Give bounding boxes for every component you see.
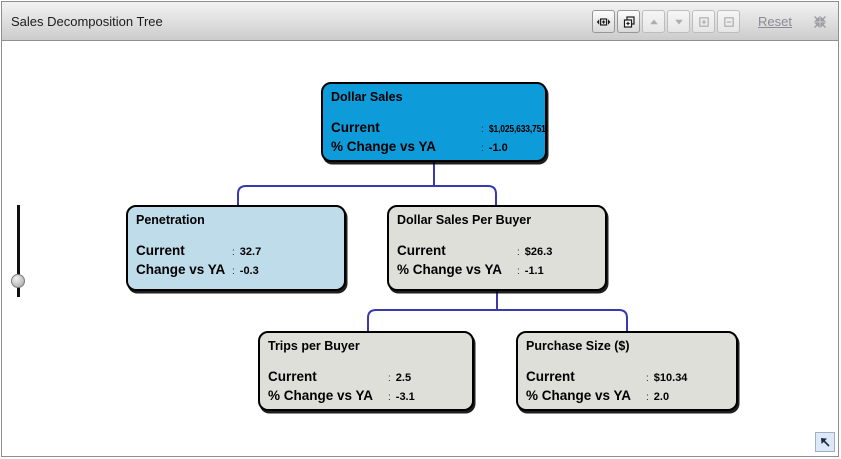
row-colon: : [232,247,235,258]
page-title: Sales Decomposition Tree [11,13,163,29]
move-up-button[interactable] [642,10,666,33]
row-label: Current [268,369,317,384]
row-label: % Change vs YA [331,139,437,154]
node-dollar-sales-per-buyer[interactable]: Dollar Sales Per Buyer Current : $26.3 %… [387,205,607,291]
node-row: % Change vs YA : -1.0 [331,138,541,157]
row-label: % Change vs YA [397,262,503,277]
arrow-up-icon [649,19,658,24]
row-value: 2.5 [395,372,412,384]
row-label: Current [331,120,380,135]
arrow-down-icon [674,19,683,24]
cascade-view-button[interactable] [617,10,641,33]
row-value: 2.0 [653,391,670,403]
row-colon: : [232,266,235,277]
node-title: Dollar Sales Per Buyer [397,213,532,227]
move-down-button[interactable] [667,10,691,33]
row-colon: : [517,247,520,258]
row-label: Current [397,243,446,258]
node-row: Current : $26.3 [397,242,601,261]
row-value: 32.7 [239,246,262,258]
row-value: -3.1 [395,391,415,403]
zoom-slider-thumb[interactable] [11,274,25,288]
node-row: Current : $1,025,633,751 [331,119,546,138]
node-row: % Change vs YA : -1.1 [397,261,601,280]
row-value: -1.0 [488,142,508,154]
collapse-all-button[interactable] [812,14,828,30]
tree-connectors [237,162,628,331]
collapse-node-button[interactable] [717,10,741,33]
row-value: $10.34 [653,372,688,384]
expand-all-nodes-button[interactable] [592,10,616,33]
node-row: Current : $10.34 [526,368,732,387]
node-title: Trips per Buyer [268,339,360,353]
arrow-up-left-icon [821,438,830,447]
node-row: Change vs YA : -0.3 [136,261,340,280]
row-colon: : [646,392,649,403]
node-title: Purchase Size ($) [526,339,630,353]
zoom-slider-track[interactable] [17,205,20,297]
node-row: Current : 32.7 [136,242,340,261]
row-colon: : [481,143,484,154]
row-label: Current [526,369,575,384]
zoom-slider [10,202,28,302]
minus-box-icon [723,16,734,27]
collapse-arrows-icon [814,15,826,28]
row-colon: : [646,373,649,384]
plus-box-icon [698,16,709,27]
node-purchase-size[interactable]: Purchase Size ($) Current : $10.34 % Cha… [516,331,738,411]
node-trips-per-buyer[interactable]: Trips per Buyer Current : 2.5 % Change v… [258,331,474,411]
row-colon: : [388,373,391,384]
row-value: -1.1 [524,265,544,277]
node-row: Current : 2.5 [268,368,468,387]
row-label: % Change vs YA [526,388,632,403]
row-value: -0.3 [239,265,259,277]
row-label: Current [136,243,185,258]
row-colon: : [517,266,520,277]
scroll-origin-button[interactable] [815,432,835,452]
toolbar: Reset [592,2,830,41]
row-colon: : [388,392,391,403]
tree-canvas: Dollar Sales Current : $1,025,633,751 % … [2,42,838,456]
node-penetration[interactable]: Penetration Current : 32.7 Change vs YA … [126,205,346,291]
expand-horizontal-icon [596,17,611,26]
node-row: % Change vs YA : -3.1 [268,387,468,406]
node-dollar-sales[interactable]: Dollar Sales Current : $1,025,633,751 % … [321,82,547,162]
row-value: $26.3 [524,246,553,258]
row-label: % Change vs YA [268,388,374,403]
header-bar: Sales Decomposition Tree [2,2,838,41]
reset-link[interactable]: Reset [758,14,792,29]
row-value: $1,025,633,751 [488,124,546,135]
node-title: Dollar Sales [331,90,403,104]
node-title: Penetration [136,213,205,227]
row-label: Change vs YA [136,262,226,277]
node-row: % Change vs YA : 2.0 [526,387,732,406]
row-colon: : [481,124,484,135]
cascade-windows-icon [623,15,635,28]
expand-node-button[interactable] [692,10,716,33]
